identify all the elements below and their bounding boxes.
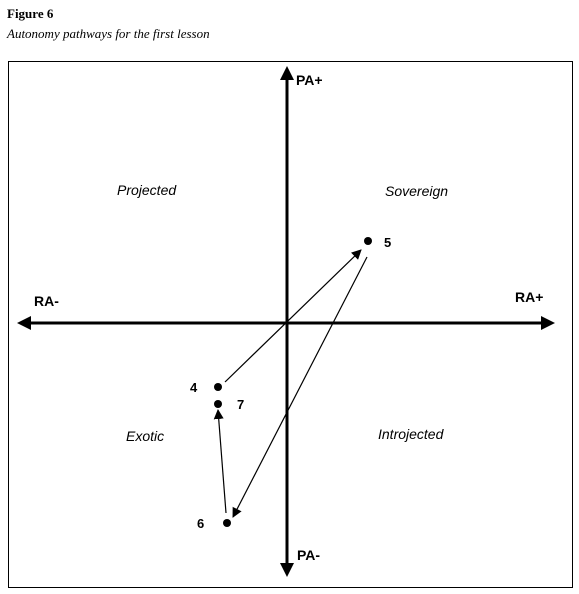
pathway-arrow-4-to-5 [224,249,362,383]
point-6-label: 6 [197,516,204,531]
quadrant-label-sovereign: Sovereign [385,183,448,199]
point-5-marker [364,237,372,245]
horizontal-axis-left-arrowhead [17,316,31,330]
point-7-marker [214,400,222,408]
axis-label-left: RA- [34,293,59,309]
figure-caption: Autonomy pathways for the first lesson [7,26,210,41]
quadrant-label-introjected: Introjected [378,426,445,442]
diagram-frame [8,61,573,588]
horizontal-axis-right-arrowhead [541,316,555,330]
quadrant-label-exotic: Exotic [126,428,164,444]
point-6-marker [223,519,231,527]
vertical-axis-top-arrowhead [280,66,294,80]
axis-label-bottom: PA- [297,547,320,563]
point-5-label: 5 [384,235,391,250]
quadrant-label-projected: Projected [117,182,177,198]
pathway-arrow-6-to-7 [213,409,227,514]
vertical-axis-bottom-arrowhead [280,563,294,577]
point-4-marker [214,383,222,391]
figure-label: Figure 6 [7,6,54,21]
axis-label-right: RA+ [515,289,543,305]
point-7-label: 7 [237,397,244,412]
pathway-arrow-5-to-6 [232,256,368,518]
axis-label-top: PA+ [296,72,323,88]
point-4-label: 4 [190,380,198,395]
